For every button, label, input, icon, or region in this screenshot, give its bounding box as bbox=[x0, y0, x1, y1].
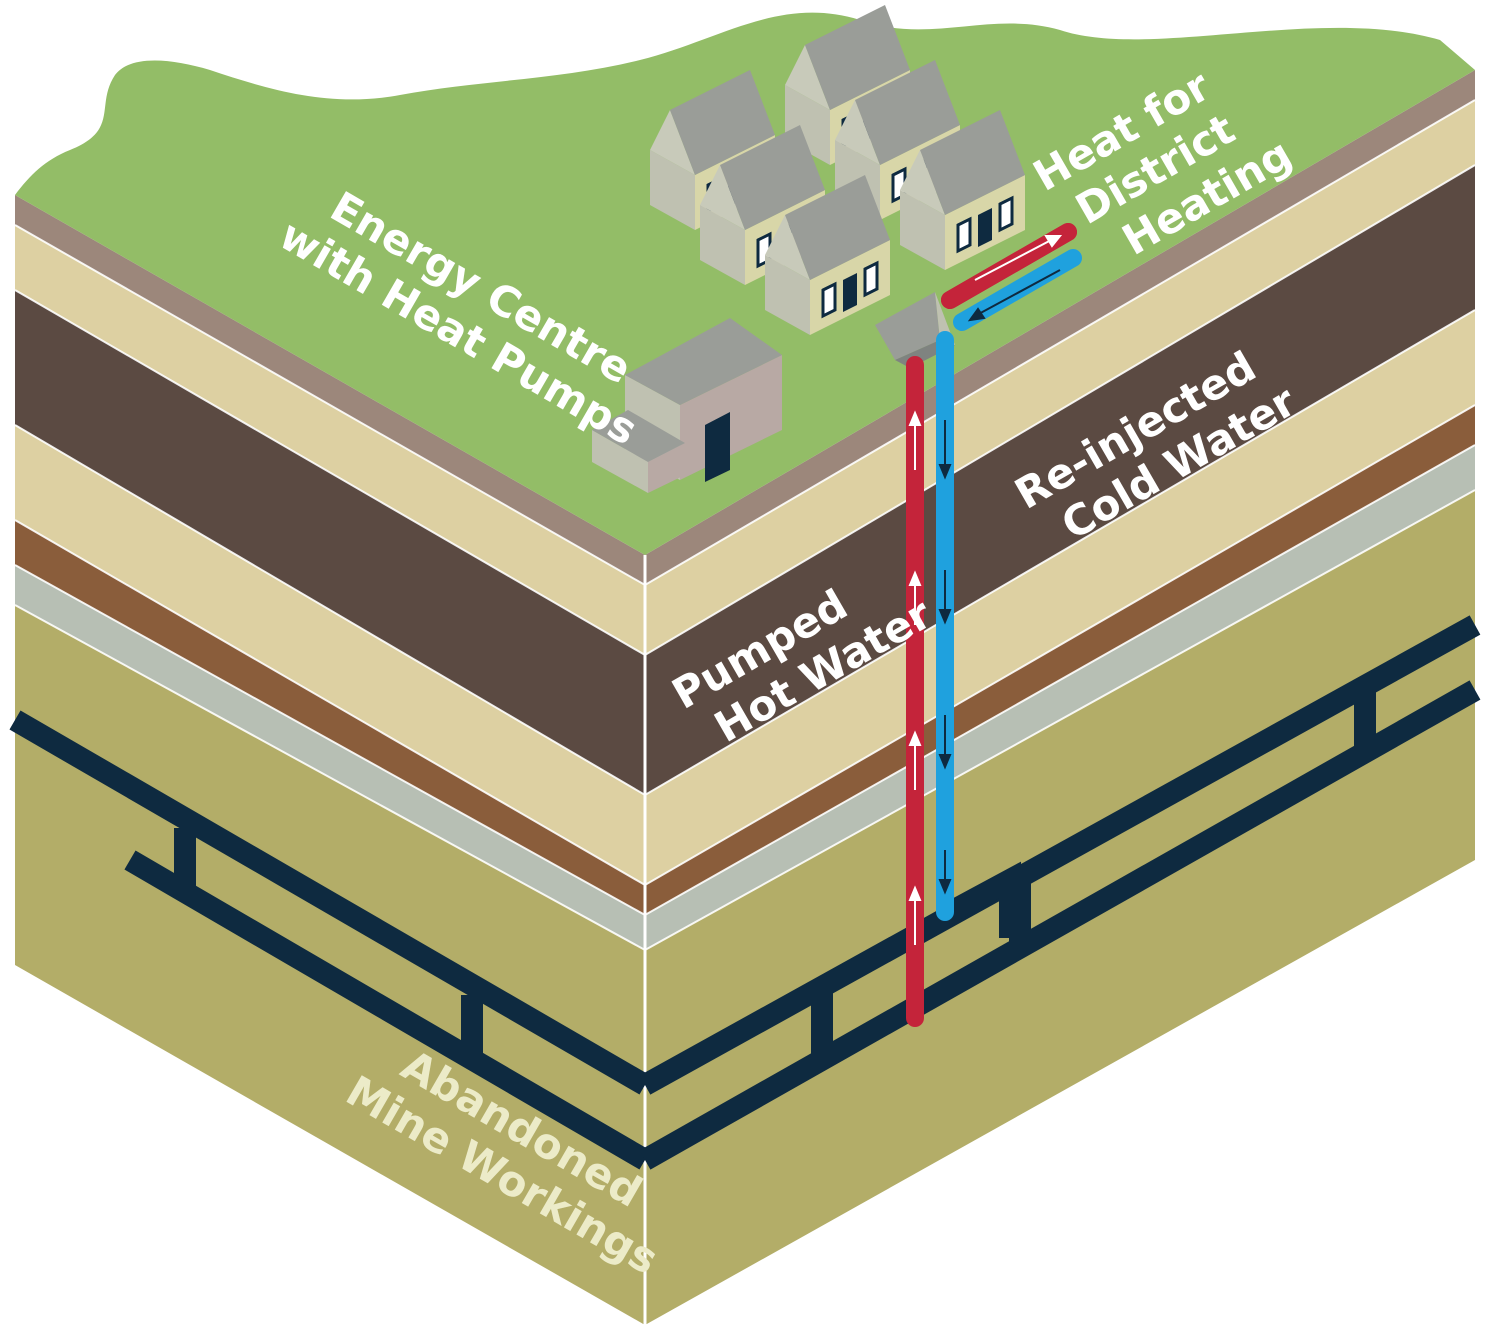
layer-olive-right bbox=[645, 490, 1475, 1325]
layer-mauve-right bbox=[645, 70, 1475, 585]
mine-workings-left bbox=[9, 710, 651, 1170]
layer-sand-lower-left bbox=[15, 425, 645, 885]
strata-boundaries bbox=[14, 99, 1476, 952]
layer-sand-left bbox=[15, 225, 645, 655]
right-face-strata bbox=[645, 70, 1475, 1325]
layer-sand-right bbox=[645, 100, 1475, 655]
cold-pipe-arrows bbox=[938, 269, 1061, 895]
layer-grey-left bbox=[15, 565, 645, 950]
layer-dark-brown-right bbox=[645, 165, 1475, 795]
layer-brown-right bbox=[645, 405, 1475, 915]
layer-brown-left bbox=[15, 520, 645, 915]
layer-mauve-left bbox=[15, 195, 645, 585]
layer-grey-right bbox=[645, 445, 1475, 950]
hot-pipe-top bbox=[941, 223, 1077, 309]
layer-dark-brown-left bbox=[15, 290, 645, 795]
layer-sand-lower-right bbox=[645, 310, 1475, 885]
energy-centre-building bbox=[592, 318, 782, 493]
hot-pipe-arrows bbox=[908, 235, 1063, 945]
mine-workings-right bbox=[639, 615, 1481, 1170]
